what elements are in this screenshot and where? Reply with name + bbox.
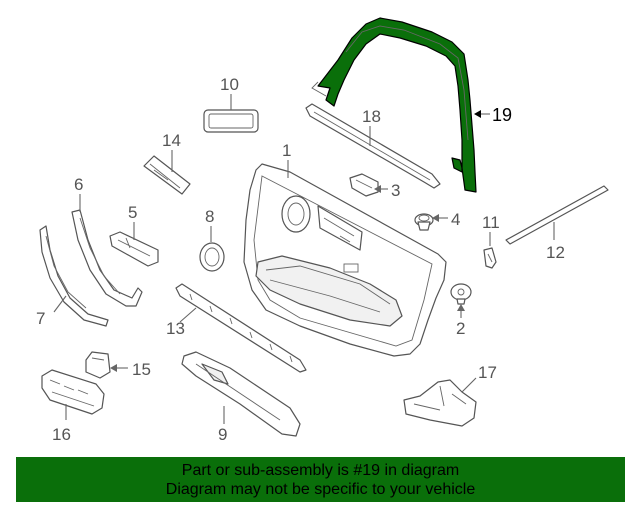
callout-8: 8: [205, 207, 214, 242]
callout-4-label: 4: [451, 210, 460, 229]
callout-17: 17: [461, 363, 497, 393]
callout-10-label: 10: [220, 75, 239, 94]
callout-8-label: 8: [205, 207, 214, 226]
banner-line-1: Part or sub-assembly is #19 in diagram: [181, 462, 460, 479]
part-15-small-switch[interactable]: [85, 351, 111, 379]
part-1-door-trim-panel[interactable]: [243, 163, 447, 357]
info-banner: Part or sub-assembly is #19 in diagram D…: [16, 457, 625, 502]
callout-12: 12: [546, 222, 565, 262]
callout-7-label: 7: [36, 309, 45, 328]
callout-11: 11: [482, 213, 500, 246]
part-10-emblem[interactable]: [203, 109, 259, 133]
callout-1-label: 1: [282, 141, 291, 160]
callout-14-label: 14: [162, 131, 181, 150]
callout-3: 3: [374, 181, 400, 200]
part-4-grommet[interactable]: [414, 213, 434, 231]
part-11-clip[interactable]: [483, 247, 497, 269]
part-13-lower-trim[interactable]: [175, 283, 307, 373]
callout-18-label: 18: [362, 107, 381, 126]
callout-5: 5: [128, 203, 137, 240]
callout-12-label: 12: [546, 243, 565, 262]
callout-10: 10: [220, 75, 239, 110]
callout-2: 2: [456, 304, 465, 338]
part-3-bracket[interactable]: [349, 173, 379, 197]
callout-16: 16: [52, 404, 71, 444]
callout-13: 13: [166, 307, 197, 338]
callout-1: 1: [282, 141, 291, 178]
part-6-trim-strip[interactable]: [71, 209, 143, 307]
part-8-speaker-grille[interactable]: [199, 242, 225, 272]
part-12-weatherstrip[interactable]: [505, 185, 609, 245]
part-9-armrest[interactable]: [181, 351, 301, 437]
part-14-switch[interactable]: [143, 155, 191, 195]
part-2-push-clip[interactable]: [450, 283, 472, 305]
part-19-door-seal[interactable]: [311, 17, 477, 193]
callout-17-label: 17: [478, 363, 497, 382]
part-18-belt-molding[interactable]: [305, 103, 441, 189]
callout-15: 15: [110, 360, 151, 379]
callout-18: 18: [362, 107, 381, 146]
callout-16-label: 16: [52, 425, 71, 444]
callout-5-label: 5: [128, 203, 137, 222]
callout-4: 4: [432, 210, 460, 229]
callout-9: 9: [218, 406, 227, 444]
callout-19: 19: [474, 105, 512, 125]
callout-7: 7: [36, 295, 67, 328]
callout-3-label: 3: [391, 181, 400, 200]
part-17-bracket[interactable]: [403, 379, 477, 427]
callout-6-label: 6: [74, 175, 83, 194]
part-5-switch-housing[interactable]: [109, 231, 159, 267]
callout-2-label: 2: [456, 319, 465, 338]
callout-19-label: 19: [492, 105, 512, 125]
callout-13-label: 13: [166, 319, 185, 338]
banner-line-2: Diagram may not be specific to your vehi…: [165, 481, 476, 498]
callout-9-label: 9: [218, 425, 227, 444]
part-7-trim-strip[interactable]: [39, 225, 109, 327]
callout-15-label: 15: [132, 360, 151, 379]
callout-6: 6: [74, 175, 83, 212]
callout-11-label: 11: [482, 213, 500, 232]
callout-14: 14: [162, 131, 181, 172]
part-16-switch-block[interactable]: [41, 369, 105, 415]
